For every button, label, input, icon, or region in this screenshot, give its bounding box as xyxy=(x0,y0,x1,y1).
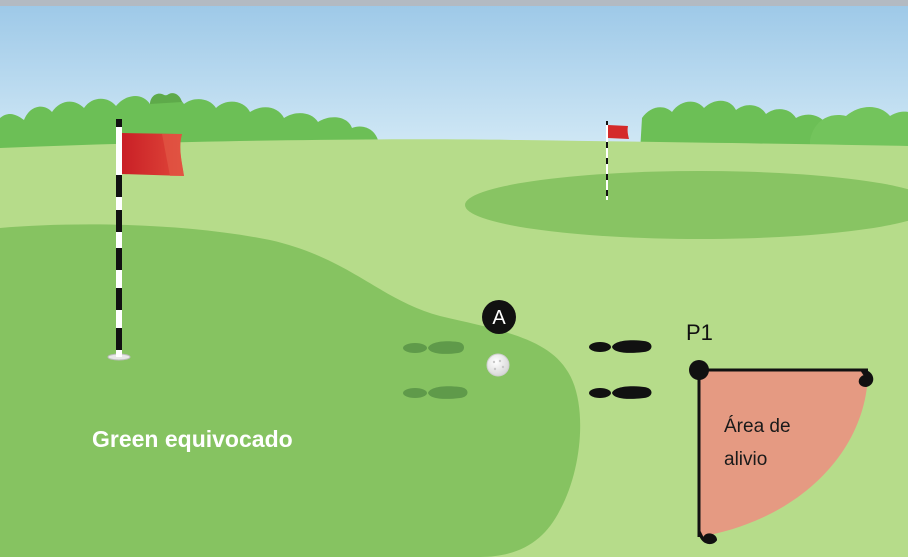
ball-marker-label: A xyxy=(492,307,506,329)
relief-area-label-line1: Área de xyxy=(724,416,791,437)
wrong-green-label: Green equivocado xyxy=(92,426,293,452)
footprints-icon xyxy=(403,386,468,399)
footprints-icon xyxy=(589,340,652,353)
ball xyxy=(487,354,509,376)
reference-point-label: P1 xyxy=(686,320,713,345)
reference-point-dot xyxy=(689,360,709,380)
ball-marker: A xyxy=(482,300,516,334)
flag-icon xyxy=(608,125,629,139)
top-border xyxy=(0,0,908,6)
golf-ball-icon xyxy=(487,354,509,376)
footprints-icon xyxy=(589,386,652,399)
relief-area-label-line2: alivio xyxy=(724,449,767,470)
flagstick xyxy=(116,119,122,357)
